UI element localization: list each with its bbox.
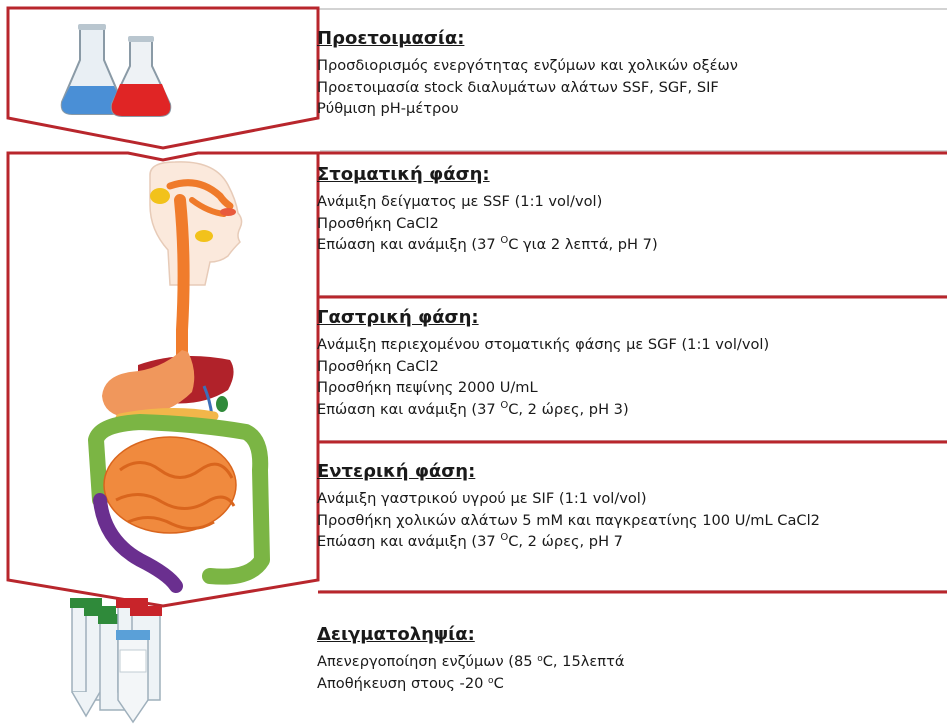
storage-text: Αποθήκευση στους -20 [317,675,488,692]
enzyme-inactivation-text: Απενεργοποίηση ενζύμων (85 [317,653,537,670]
gastric-phase-line: Επώαση και ανάμιξη (37 OC, 2 ώρες, pH 3) [317,399,947,421]
intestinal-phase-line: Προσθήκη χολικών αλάτων 5 mM και παγκρεα… [317,510,947,532]
sampling-title: Δειγματοληψία: [317,624,947,645]
oral-phase-section: Στοματική φάση: Ανάμιξη δείγματος με SSF… [317,164,947,256]
intestinal-phase-line: Επώαση και ανάμιξη (37 OC, 2 ώρες, pH 7 [317,531,947,553]
gastric-phase-line: Ανάμιξη περιεχομένου στοματικής φάσης με… [317,334,947,356]
gastric-phase-line: Προσθήκη CaCl2 [317,356,947,378]
oral-phase-line: Επώαση και ανάμιξη (37 OC για 2 λεπτά, p… [317,234,947,256]
oral-incubation-text: Επώαση και ανάμιξη (37 [317,236,500,253]
oral-phase-line: Ανάμιξη δείγματος με SSF (1:1 vol/vol) [317,191,947,213]
gastric-phase-section: Γαστρική φάση: Ανάμιξη περιεχομένου στομ… [317,307,947,420]
oral-phase-line: Προσθήκη CaCl2 [317,213,947,235]
sample-tubes-icon [70,598,162,722]
intestinal-phase-title: Εντερική φάση: [317,461,947,482]
storage-text-end: C [494,675,504,692]
intestinal-incubation-text-end: C, 2 ώρες, pH 7 [508,533,623,550]
sampling-line: Απενεργοποίηση ενζύμων (85 oC, 15λεπτά [317,651,947,673]
oral-phase-title: Στοματική φάση: [317,164,947,185]
enzyme-inactivation-text-end: C, 15λεπτά [543,653,625,670]
gastric-phase-line: Προσθήκη πεψίνης 2000 U/mL [317,377,947,399]
intestinal-phase-section: Εντερική φάση: Ανάμιξη γαστρικού υγρού μ… [317,461,947,553]
lab-flasks-icon [62,24,171,116]
sampling-section: Δειγματοληψία: Απενεργοποίηση ενζύμων (8… [317,624,947,694]
prep-section: Προετοιμασία: Προσδιορισμός ενεργότητας … [317,28,947,120]
gastric-phase-title: Γαστρική φάση: [317,307,947,328]
digestive-system-illustration [96,162,262,586]
prep-line: Ρύθμιση pH-μέτρου [317,98,947,120]
sampling-line: Αποθήκευση στους -20 oC [317,673,947,695]
prep-arrow-frame [8,8,318,148]
gastric-incubation-text-end: C, 2 ώρες, pH 3) [508,401,628,418]
gastric-incubation-text: Επώαση και ανάμιξη (37 [317,401,500,418]
oral-incubation-text-end: C για 2 λεπτά, pH 7) [508,236,657,253]
prep-title: Προετοιμασία: [317,28,947,49]
intestinal-incubation-text: Επώαση και ανάμιξη (37 [317,533,500,550]
intestinal-phase-line: Ανάμιξη γαστρικού υγρού με SIF (1:1 vol/… [317,488,947,510]
prep-line: Προσδιορισμός ενεργότητας ενζύμων και χο… [317,55,947,77]
prep-line: Προετοιμασία stock διαλυμάτων αλάτων SSF… [317,77,947,99]
